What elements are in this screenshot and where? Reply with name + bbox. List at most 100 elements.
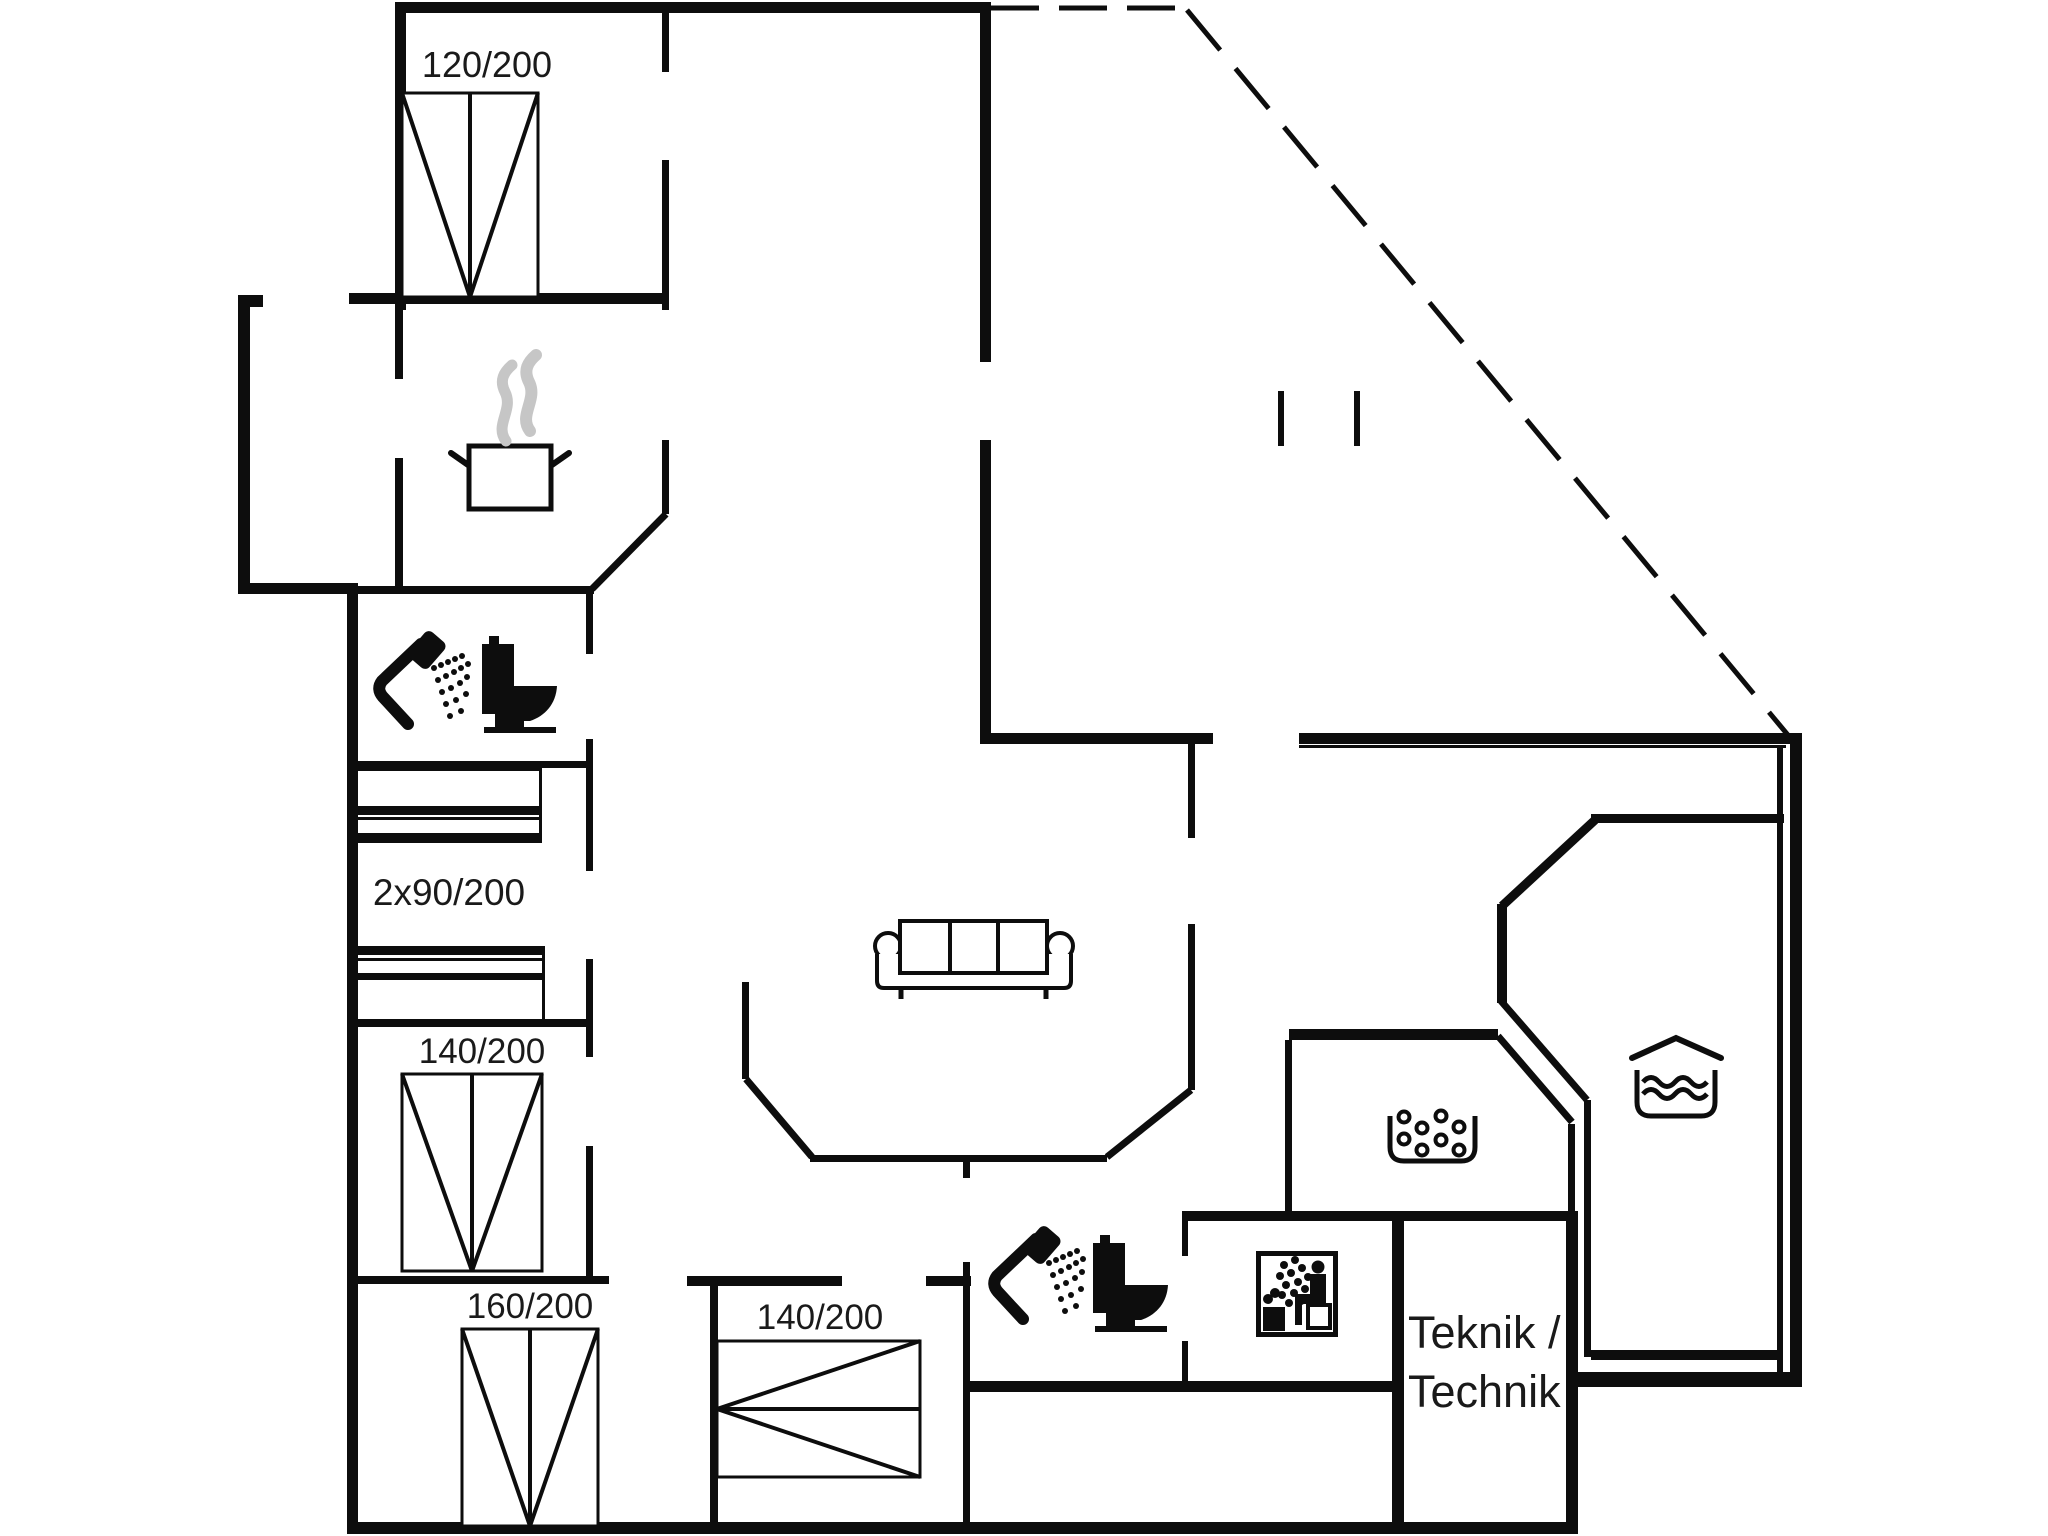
wall-pool-chamfer-bottom	[1498, 998, 1590, 1103]
wall-bath1-bunk-divider	[352, 761, 592, 768]
shower-spray-dot	[458, 665, 464, 671]
shower-spray-dot	[1054, 1284, 1060, 1290]
wall-northeast-wall-left	[980, 733, 1213, 744]
wall-140h-right-stub	[963, 1159, 970, 1178]
wall-hall-chamfer-left	[743, 1076, 815, 1160]
toilet-base	[484, 727, 556, 733]
wall-living-east-wall-lower	[1188, 924, 1195, 1090]
wall-bathroom1-top-wall	[352, 586, 594, 594]
wall-pool-chamfer-top	[1498, 816, 1599, 910]
wall-corridor-wall-seg2	[586, 739, 593, 871]
sauna-branch-bud	[1270, 1288, 1280, 1298]
wall-whirlpool-east-wall	[1568, 1124, 1575, 1216]
toilet-pedestal	[1106, 1312, 1135, 1327]
wall-northeast-wall-inner-face	[1299, 745, 1786, 748]
wall-entry-left-wall	[238, 295, 250, 594]
wall-140-160-divider	[352, 1276, 609, 1284]
toilet-button	[1100, 1235, 1110, 1245]
wall-140h-top-wall-left	[687, 1276, 842, 1286]
shower-spray-dot	[457, 680, 463, 686]
shower-spray-dot	[463, 691, 469, 697]
wall-east-outer-wall	[1790, 744, 1802, 1387]
whirlpool-jet-dot	[1451, 1142, 1467, 1158]
shower-spray-dot	[1080, 1256, 1086, 1262]
shower-spray-dot	[465, 661, 471, 667]
wall-whirlpool-west-wall	[1285, 1040, 1292, 1216]
wall-west-outer-wall	[347, 583, 358, 1534]
sauna-person-head	[1311, 1260, 1325, 1274]
whirlpool-jet-dot	[1396, 1109, 1412, 1125]
wall-hall-chamfer-right	[1104, 1087, 1194, 1160]
wall-hall-bottom-wall	[810, 1155, 1107, 1162]
pot-body	[466, 443, 554, 512]
shower-spray-dot	[1074, 1248, 1080, 1254]
pool-wave	[1641, 1087, 1709, 1101]
shower-hose	[373, 638, 427, 730]
shower-spray-dot	[447, 713, 453, 719]
sauna-person-foot	[1295, 1304, 1302, 1325]
sauna-leaf-dot	[1276, 1272, 1284, 1280]
shower-spray-dot	[453, 697, 459, 703]
toilet-button	[489, 636, 499, 646]
toilet-bowl	[1125, 1285, 1168, 1320]
pool-icon	[1629, 1034, 1724, 1119]
bunk-foot-bar	[356, 806, 542, 815]
bunk-2x90-label: 2x90/200	[373, 872, 525, 913]
wall-bedroom1-door-jamb-upper	[395, 304, 403, 379]
bed-duvet-line	[460, 1328, 532, 1527]
whirlpool-icon	[1387, 1108, 1478, 1164]
wall-kitchen-chamfer	[589, 511, 669, 592]
bed-160-label: 160/200	[467, 1287, 594, 1326]
shower-hose	[988, 1233, 1042, 1325]
wall-whirlpool-chamfer	[1495, 1033, 1575, 1125]
bed-duvet-line	[716, 1339, 921, 1411]
steam-wisp	[520, 349, 542, 437]
toilet-tank	[482, 644, 514, 714]
pool-wave	[1641, 1075, 1709, 1089]
pool-basin	[1634, 1070, 1718, 1119]
wall-pool-top-wall	[1591, 814, 1784, 823]
shower-icon-1	[373, 631, 471, 730]
sauna-leaf-dot	[1294, 1278, 1302, 1286]
bed-duvet-line	[400, 1073, 474, 1272]
bunk-bed-symbol-bunk-upper	[356, 768, 542, 843]
bed-symbol-bed-140	[400, 1072, 544, 1273]
wall-corridor-wall-seg4	[586, 1146, 593, 1280]
wall-corridor-wall-seg3	[586, 959, 593, 1057]
wall-corridor-wall-seg1	[586, 594, 593, 654]
sofa-icon	[873, 919, 1075, 999]
wall-sauna-teknik-top-wall	[1182, 1211, 1578, 1221]
shower-spray-dot	[1073, 1260, 1079, 1266]
shower-spray-dot	[1067, 1251, 1073, 1257]
shower-spray-dot	[438, 662, 444, 668]
shower-spray-dot	[459, 653, 465, 659]
sofa-back	[898, 919, 1049, 975]
bed-symbol-bed-120	[400, 91, 540, 299]
shower-spray-dot	[458, 708, 464, 714]
wall-southeast-outer-wall	[1571, 1372, 1802, 1387]
bed-duvet-line	[400, 92, 472, 298]
wall-140h-top-wall-right	[926, 1276, 971, 1286]
shower-spray-dot	[451, 669, 457, 675]
shower-spray-dot	[435, 677, 441, 683]
sauna-leaf-dot	[1282, 1281, 1290, 1289]
wall-hall-kitchen-wall	[395, 458, 403, 590]
bunk-foot-bar	[356, 833, 542, 843]
wall-pool-west-wall-upper	[1497, 904, 1507, 1003]
sauna-leaf-dot	[1285, 1299, 1293, 1307]
wall-sauna-west-wall-lower	[1182, 1341, 1188, 1383]
wall-terrace-wall-upper	[980, 2, 991, 362]
terrace-dashed-diagonal	[1185, 8, 1799, 748]
shower-spray-dot	[443, 673, 449, 679]
sauna-person-leg	[1295, 1294, 1311, 1304]
wall-outer-top-wall	[395, 2, 991, 13]
shower-spray-dot	[464, 674, 470, 680]
bed-duvet-line	[528, 1328, 600, 1527]
sauna-leaf-dot	[1287, 1269, 1295, 1277]
bed-symbol-bed-140h	[715, 1339, 922, 1479]
wall-sauna-west-wall-upper	[1182, 1216, 1188, 1256]
toilet-pedestal	[495, 713, 524, 728]
sauna-leaf-dot	[1298, 1264, 1306, 1272]
